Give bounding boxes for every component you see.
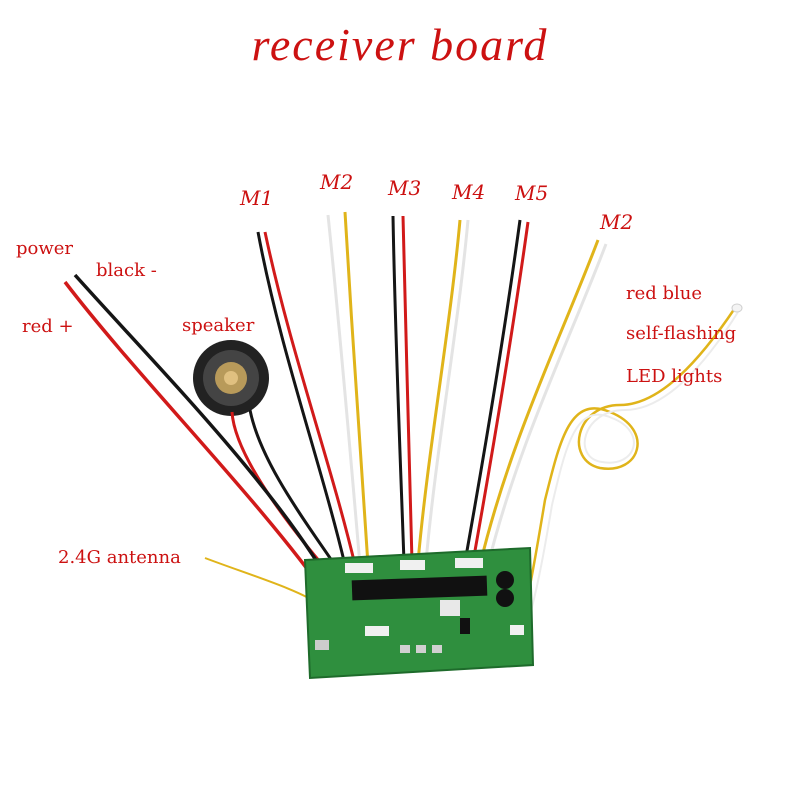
label-m2a: M2	[320, 170, 354, 194]
label-led-line3: LED lights	[626, 366, 723, 387]
m1-wire-red	[263, 231, 357, 566]
label-power: power	[16, 238, 74, 259]
led-wire-white	[524, 311, 739, 631]
label-led-line2: self-flashing	[626, 323, 737, 344]
m5-wire-red	[471, 221, 530, 563]
m1-wire-black	[256, 231, 347, 566]
pcb-board	[303, 546, 535, 680]
m3-wire-black	[391, 215, 406, 563]
label-m1: M1	[240, 186, 274, 210]
led-bulb	[731, 303, 743, 313]
led-wire-yellow	[518, 307, 737, 631]
speaker-image	[193, 340, 269, 416]
label-black: black -	[96, 260, 157, 281]
label-red: red +	[22, 316, 74, 337]
label-m3: M3	[388, 176, 422, 200]
power-wire-red	[63, 280, 332, 602]
m2a-wire-white	[326, 214, 362, 566]
label-m2b: M2	[600, 210, 634, 234]
label-antenna: 2.4G antenna	[58, 547, 181, 568]
power-wire-black	[73, 273, 342, 601]
m2b-wire-yellow	[478, 239, 600, 566]
m5-wire-black	[463, 219, 522, 563]
label-led-line1: red blue	[626, 283, 703, 304]
m4-wire-white	[424, 219, 470, 563]
label-m4: M4	[452, 180, 486, 204]
label-speaker: speaker	[182, 315, 255, 336]
m2a-wire-yellow	[343, 211, 370, 566]
m3-wire-red	[401, 215, 414, 563]
page-title: receiver board	[251, 19, 549, 70]
m2b-wire-white	[486, 243, 608, 566]
label-m5: M5	[515, 181, 549, 205]
m4-wire-yellow	[416, 219, 462, 563]
